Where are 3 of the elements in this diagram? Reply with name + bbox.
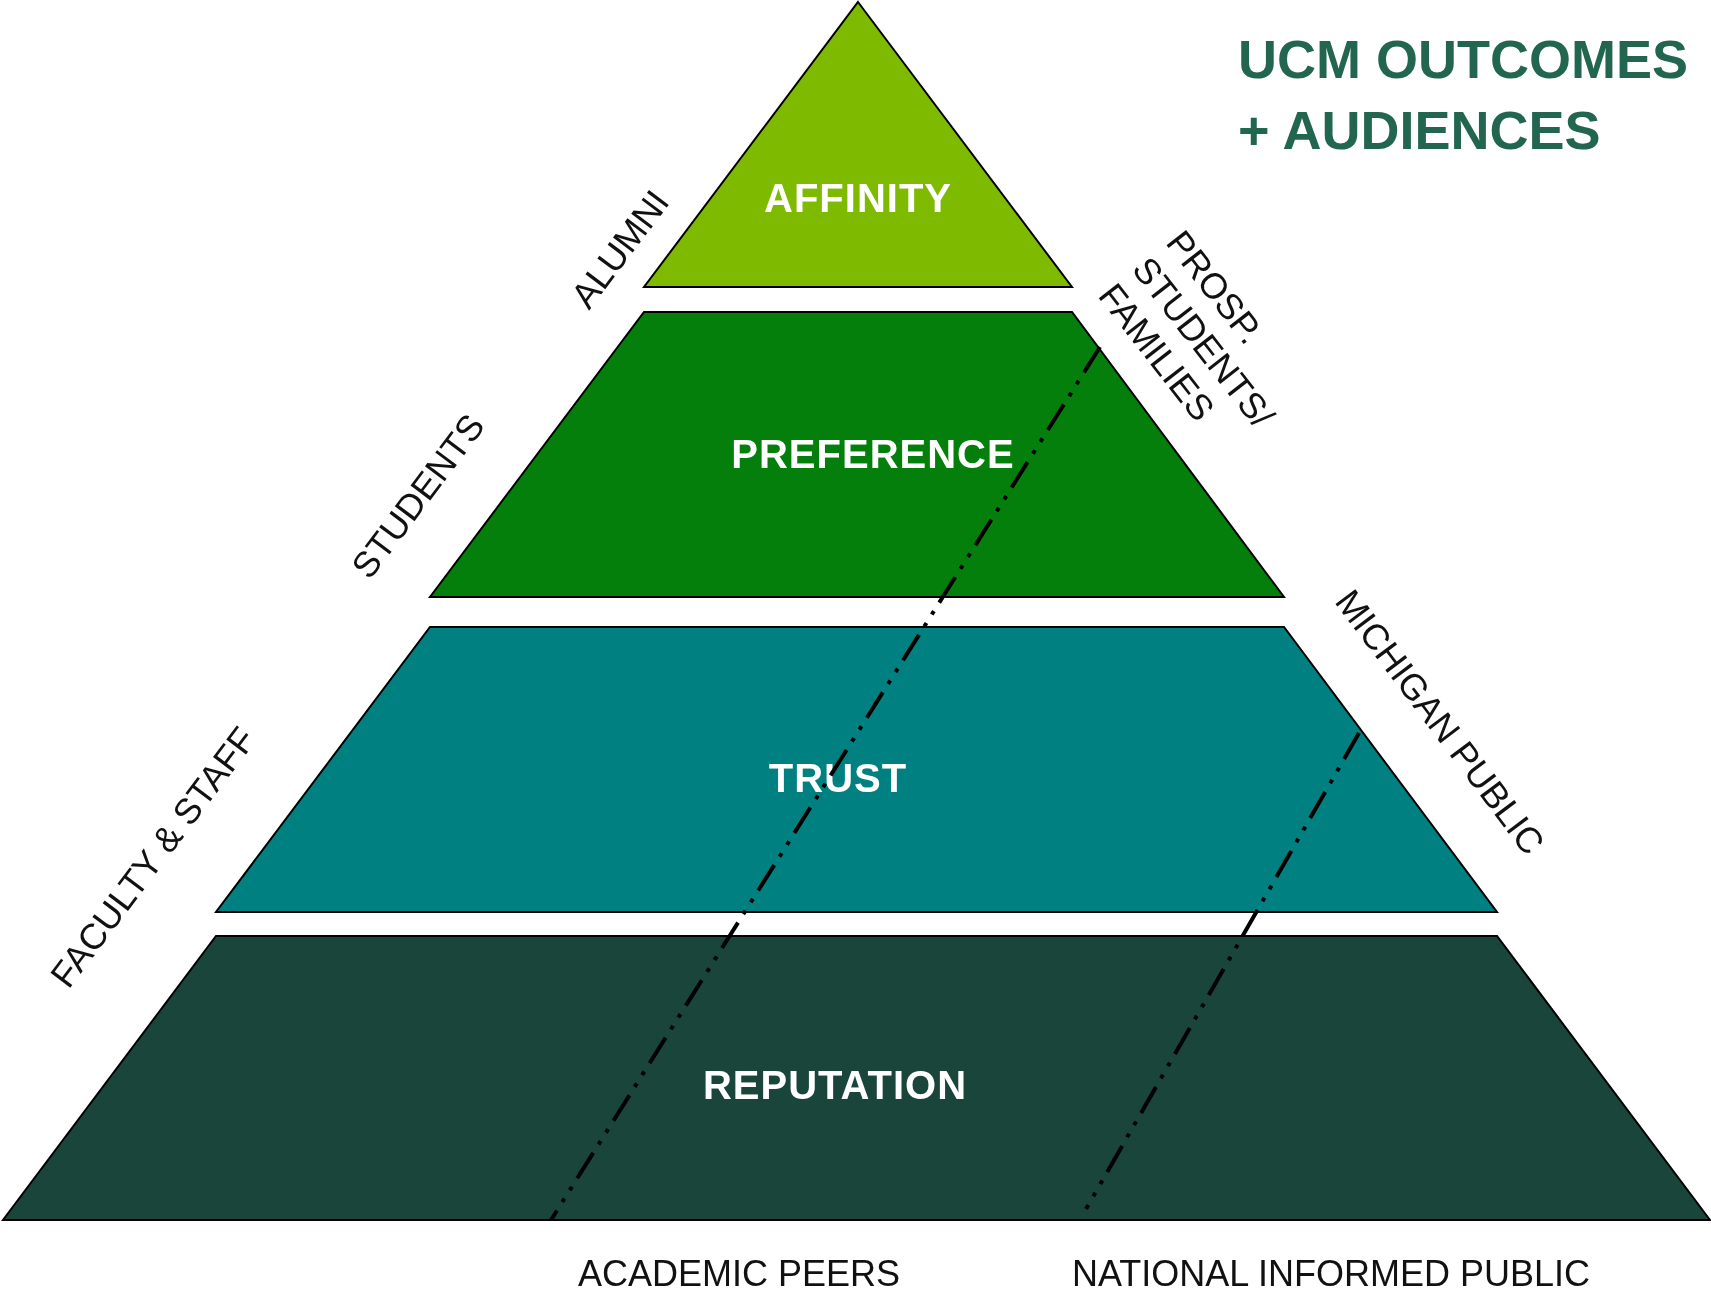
- title: UCM OUTCOMES + AUDIENCES: [1238, 28, 1689, 163]
- audience-label: ACADEMIC PEERS: [577, 1252, 901, 1296]
- audience-label: NATIONAL INFORMED PUBLIC: [1071, 1252, 1591, 1296]
